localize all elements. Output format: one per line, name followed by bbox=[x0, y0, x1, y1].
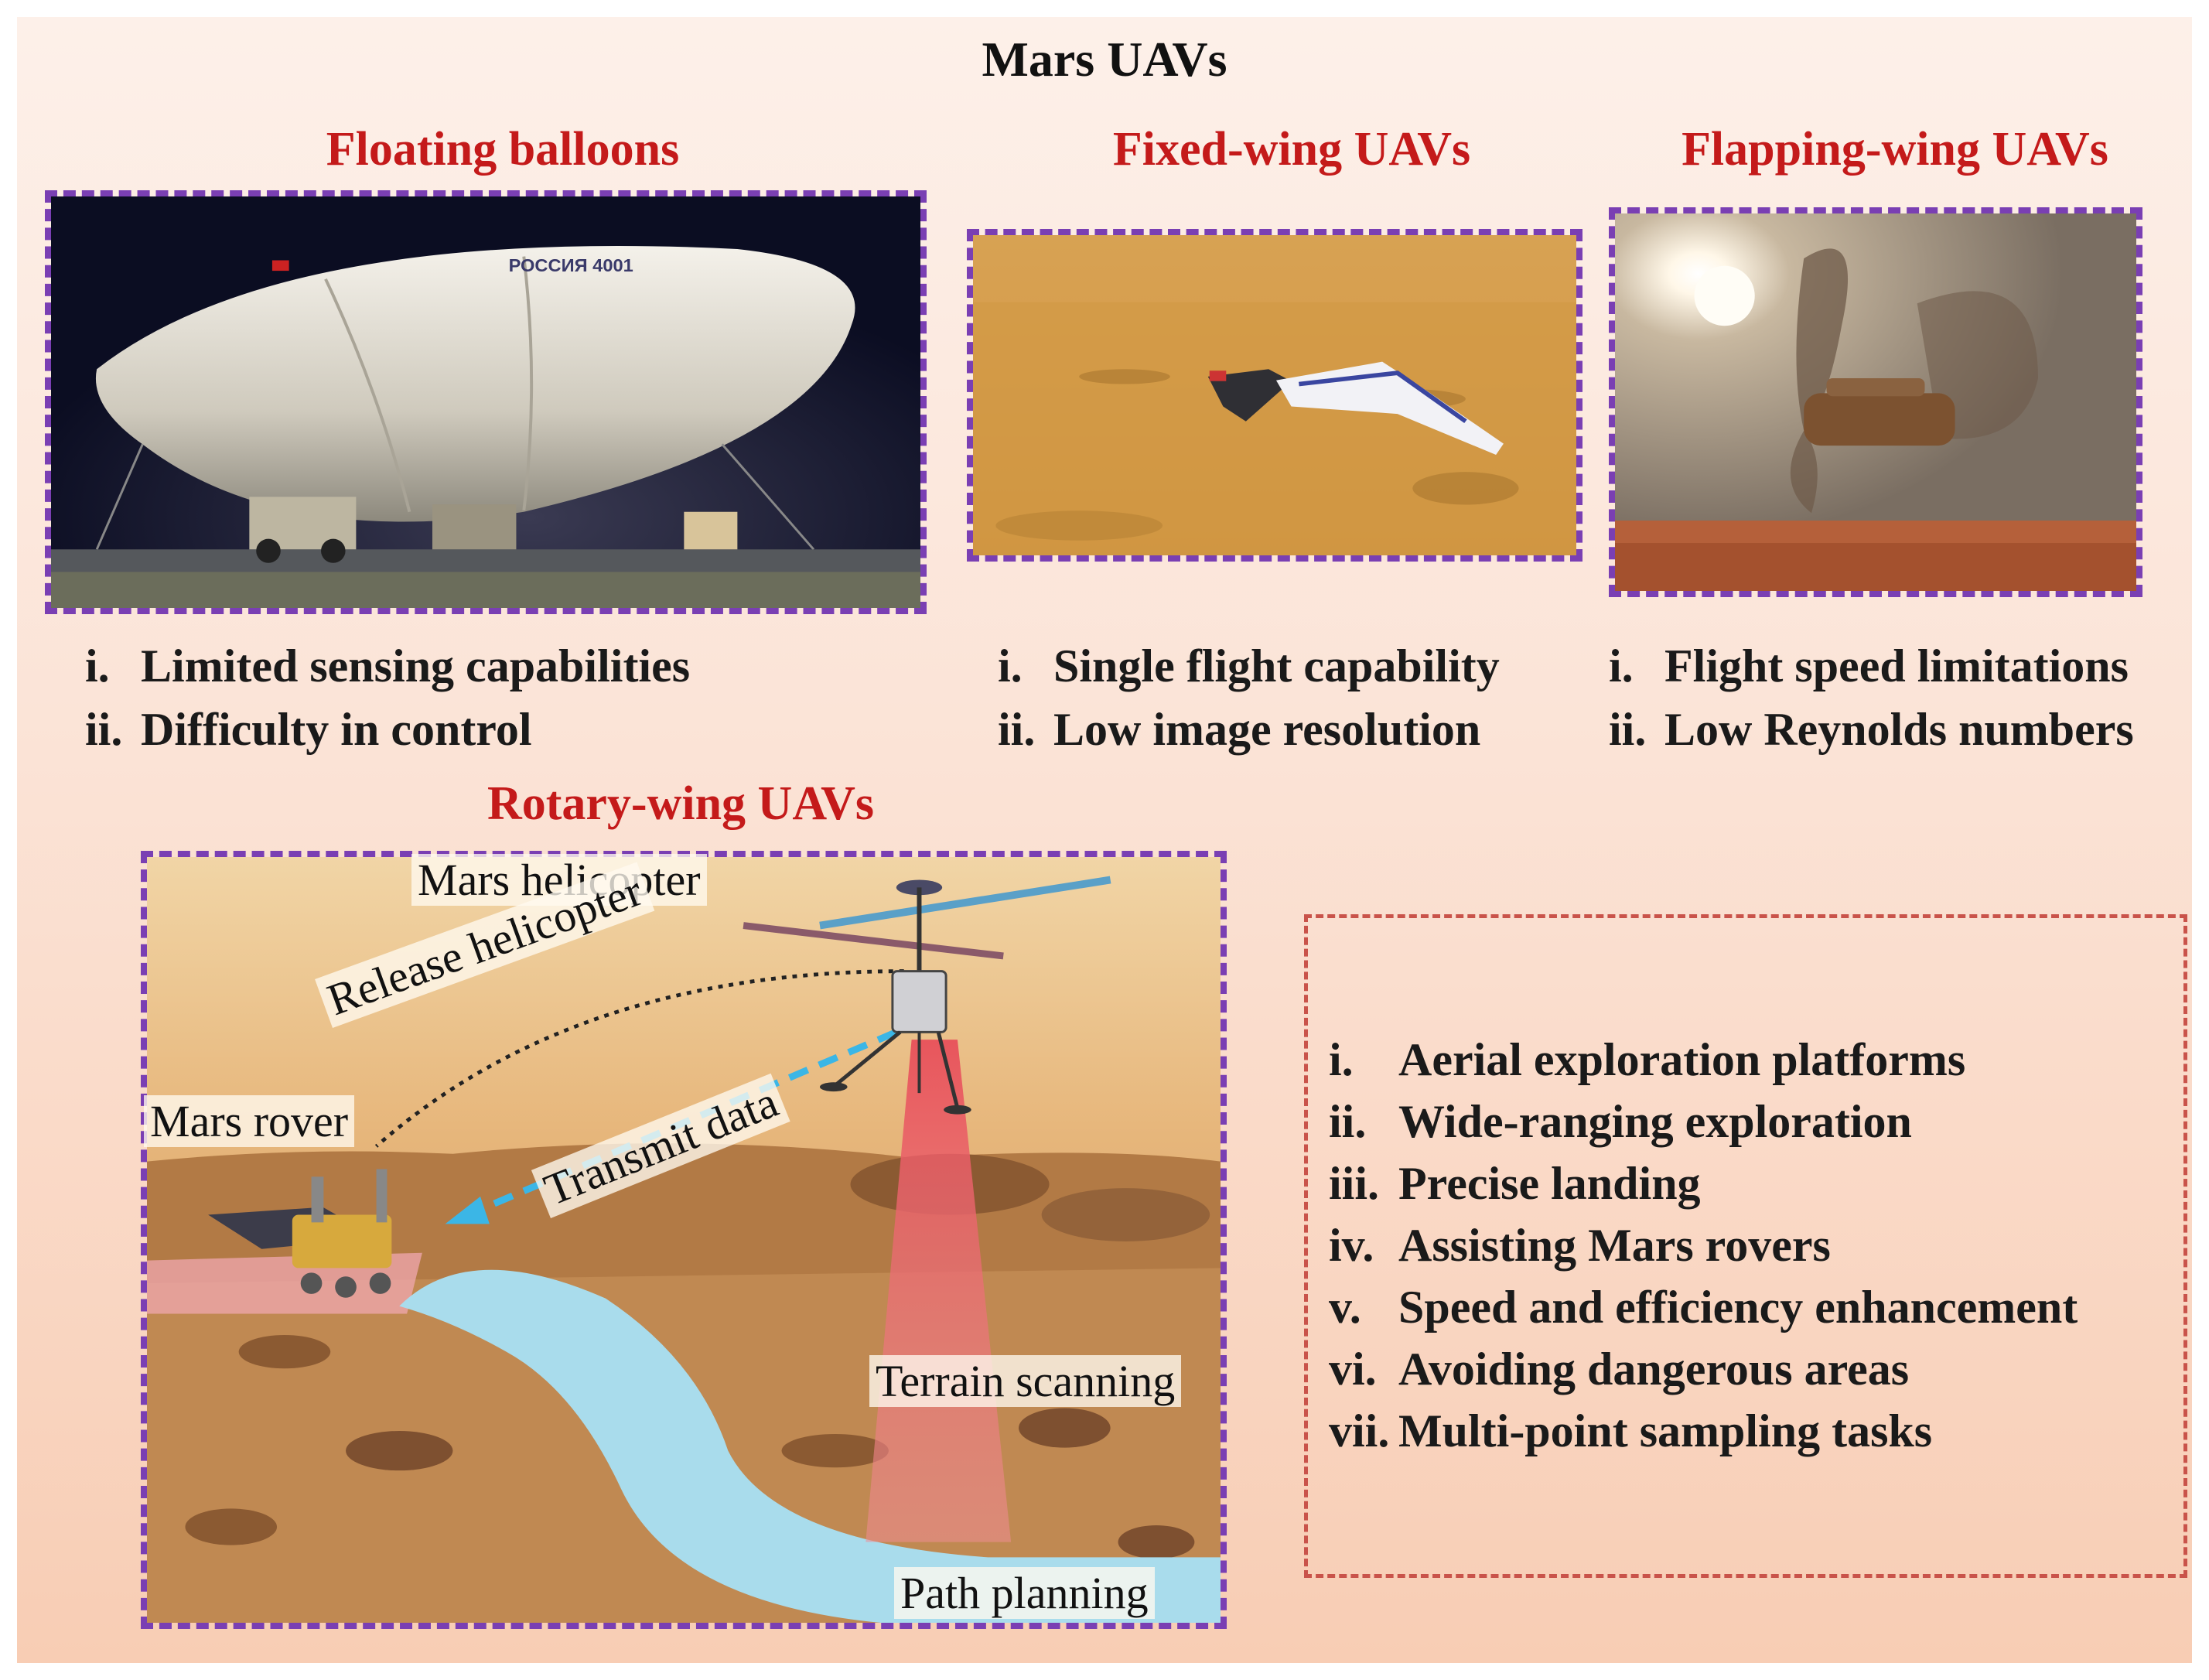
list-item: i.Single flight capability bbox=[998, 640, 1500, 691]
rotary-wing-scene bbox=[141, 851, 1227, 1629]
list-item: vii.Multi-point sampling tasks bbox=[1329, 1405, 1933, 1456]
rotary-advantages-list: i.Aerial exploration platforms ii.Wide-r… bbox=[1329, 1029, 2078, 1462]
list-item: ii.Difficulty in control bbox=[85, 704, 532, 755]
rotary-advantages-box bbox=[1304, 914, 2187, 1578]
list-item: i.Flight speed limitations bbox=[1609, 640, 2129, 691]
category-fixed-wing: Fixed-wing UAVs bbox=[1112, 123, 1471, 176]
balloon-photo: РОССИЯ 4001 bbox=[45, 190, 927, 614]
label-terrain-scanning: Terrain scanning bbox=[869, 1355, 1182, 1407]
flapping-wing-photo bbox=[1609, 207, 2142, 597]
label-path-planning: Path planning bbox=[894, 1567, 1155, 1619]
fixed-wing-photo bbox=[967, 229, 1582, 562]
list-item: iv.Assisting Mars rovers bbox=[1329, 1220, 1831, 1271]
fixed-wing-limitations: i.Single flight capability ii.Low image … bbox=[998, 634, 1500, 761]
list-item: v.Speed and efficiency enhancement bbox=[1329, 1282, 2078, 1333]
category-rotary-wing: Rotary-wing UAVs bbox=[487, 777, 875, 830]
list-item: ii.Low image resolution bbox=[998, 704, 1481, 755]
flapping-wing-limitations: i.Flight speed limitations ii.Low Reynol… bbox=[1609, 634, 2134, 761]
list-item: ii.Low Reynolds numbers bbox=[1609, 704, 2134, 755]
label-mars-rover: Mars rover bbox=[144, 1095, 355, 1147]
balloon-lettering: РОССИЯ 4001 bbox=[509, 255, 633, 275]
list-item: i.Aerial exploration platforms bbox=[1329, 1034, 1966, 1085]
figure-title: Mars UAVs bbox=[982, 32, 1227, 87]
list-item: ii.Wide-ranging exploration bbox=[1329, 1096, 1912, 1147]
balloon-limitations: i.Limited sensing capabilities ii.Diffic… bbox=[85, 634, 690, 761]
list-item: vi.Avoiding dangerous areas bbox=[1329, 1344, 1910, 1395]
category-floating-balloons: Floating balloons bbox=[326, 123, 680, 176]
list-item: iii.Precise landing bbox=[1329, 1158, 1701, 1209]
category-flapping-wing: Flapping-wing UAVs bbox=[1682, 123, 2108, 176]
balloon-flag-mark bbox=[271, 260, 289, 271]
list-item: i.Limited sensing capabilities bbox=[85, 640, 691, 691]
